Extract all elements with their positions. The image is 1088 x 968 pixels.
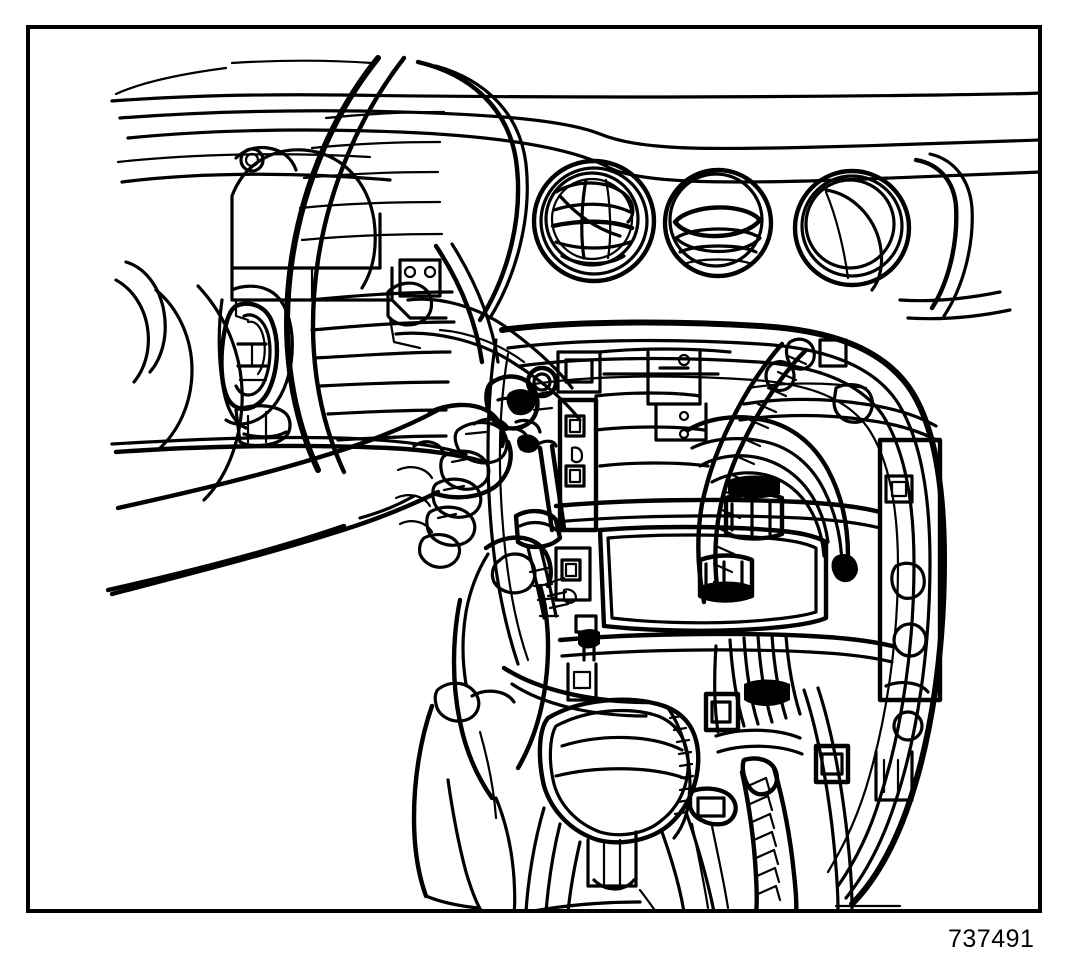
air-vent-center — [662, 167, 774, 279]
seat-and-body-edge — [105, 494, 416, 593]
corrugated-conduit — [687, 634, 854, 909]
wiring-harness — [685, 337, 942, 605]
figure-number: 737491 — [948, 925, 1035, 953]
instrument-cluster-hood — [230, 145, 582, 422]
shift-boot — [501, 665, 716, 909]
air-vent-right — [792, 168, 912, 292]
line-art-drawing — [105, 55, 1038, 909]
illustration-frame — [26, 25, 1042, 913]
technician-hand-lower — [411, 535, 560, 909]
electrical-connector — [484, 365, 559, 453]
dashboard-right-edge — [898, 152, 1012, 321]
air-vent-left — [531, 158, 657, 284]
floor-trim — [535, 900, 902, 909]
technician-hand-upper — [109, 402, 513, 597]
harness-retainer-clip — [574, 614, 600, 662]
ignition-lock-cylinder — [110, 284, 487, 465]
hand-tool — [513, 439, 570, 620]
dashboard-top-panel — [110, 59, 1038, 184]
